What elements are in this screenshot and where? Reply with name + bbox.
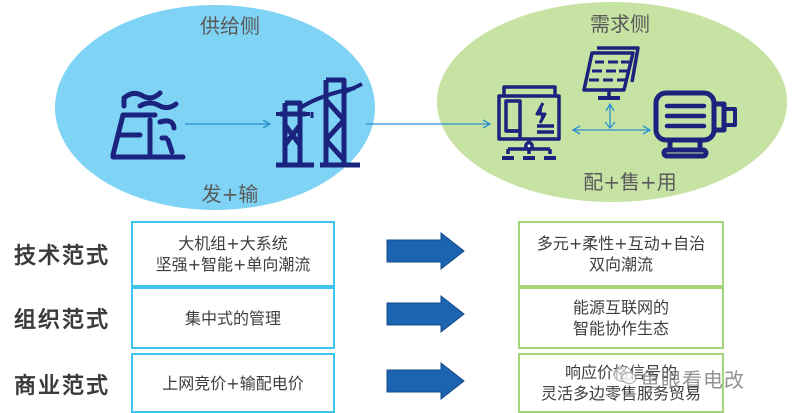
distribution-cabinet-icon: [497, 85, 561, 160]
row-label-technology: 技术范式: [14, 243, 111, 269]
big-arrow-row-3: [386, 361, 465, 401]
electric-motor-icon: [653, 90, 737, 159]
supply-side-title: 供给侧: [200, 14, 260, 38]
row-label-business: 商业范式: [14, 373, 111, 399]
box-line: 大机组+大系统: [178, 234, 288, 253]
current-organization-box: 集中式的管理: [131, 287, 335, 349]
box-line: 坚强+智能+单向潮流: [155, 255, 311, 274]
big-arrow-row-2: [386, 294, 465, 334]
solar-connector-arrowhead: [604, 121, 616, 130]
solar-panel-icon: [582, 46, 640, 100]
box-line: 上网竞价+输配电价: [162, 373, 304, 393]
wechat-icon: [613, 365, 637, 385]
box-line: 能源互联网的: [572, 298, 669, 317]
watermark-text: 鱼眼看电改: [640, 368, 745, 392]
supply-side-ellipse: [55, 5, 375, 210]
box-line: 智能协作生态: [572, 319, 669, 338]
box-line: 双向潮流: [588, 255, 653, 274]
current-business-box: 上网竞价+输配电价: [131, 353, 335, 413]
supply-side-subtitle: 发+输: [201, 182, 259, 206]
power-plant-icon: [110, 90, 186, 160]
future-organization-box: 能源互联网的 智能协作生态: [518, 287, 724, 349]
box-line: 灵活多边零售服务贸易: [540, 384, 701, 403]
future-technology-box: 多元+柔性+互动+自治 双向潮流: [518, 221, 724, 287]
box-line: 集中式的管理: [184, 308, 281, 328]
transmission-tower-icon: [276, 77, 363, 168]
demand-side-title: 需求侧: [590, 12, 650, 36]
row-label-organization: 组织范式: [14, 307, 111, 333]
big-arrow-row-1: [386, 231, 465, 271]
demand-side-subtitle: 配+售+用: [583, 170, 677, 194]
demand-side-ellipse: [437, 2, 787, 202]
current-technology-box: 大机组+大系统 坚强+智能+单向潮流: [131, 221, 335, 287]
box-line: 多元+柔性+互动+自治: [536, 234, 706, 253]
